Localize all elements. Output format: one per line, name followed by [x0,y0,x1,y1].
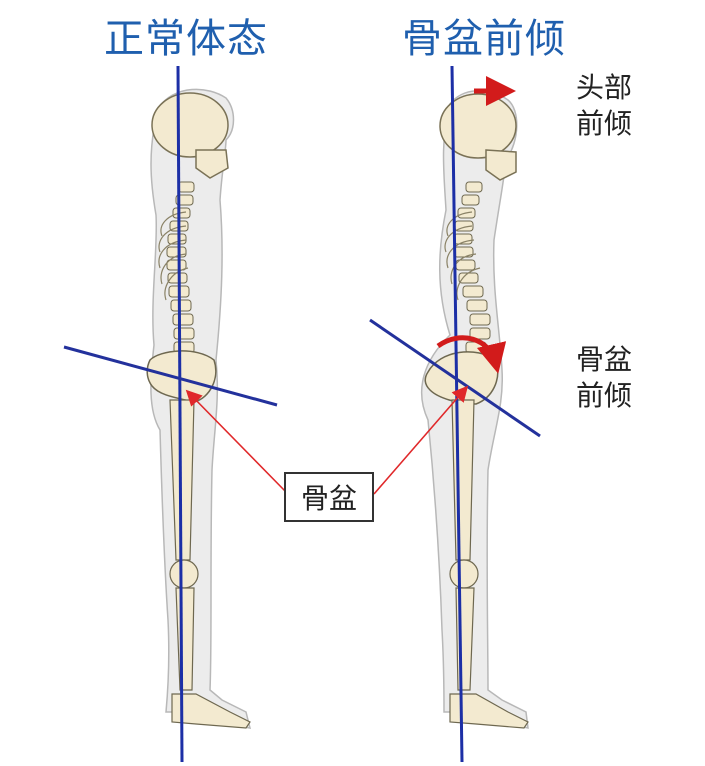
head-forward-label-line1: 头部 [576,71,633,104]
femur [451,399,475,561]
head-forward-label: 头部 前倾 [576,70,632,142]
ribs [158,211,189,301]
pelvis-tilt-label-line2: 前倾 [576,379,633,412]
foot [171,693,251,729]
knee [169,559,199,589]
jaw [195,149,229,179]
title-anterior-pelvic-tilt: 骨盆前倾 [402,16,566,62]
pelvis-tilt-label-line1: 骨盆 [576,343,633,376]
plumb-line-tilt [450,65,464,763]
skull [439,93,517,159]
pointer-to-normal-pelvis [185,389,287,493]
pelvis-rotation-arrow [436,335,507,374]
title-normal-posture: 正常体态 [104,16,268,62]
pelvis-tilt-label: 骨盆 前倾 [576,342,632,414]
pelvis-callout-box: 骨盆 [284,472,374,522]
skull [151,92,229,158]
pelvis-callout-label: 骨盆 [300,482,357,515]
jaw [485,149,517,181]
normal-posture-figure [63,65,278,763]
anterior-tilt-figure [369,65,541,763]
plumb-line-normal [176,65,184,763]
pelvis-axis-normal [63,345,278,407]
head-forward-label-line2: 前倾 [576,107,633,140]
pelvis-axis-tilt [369,318,541,438]
knee [449,559,479,589]
foot [449,693,529,729]
pointer-to-tilt-pelvis [373,385,469,495]
body-silhouette [150,88,252,729]
